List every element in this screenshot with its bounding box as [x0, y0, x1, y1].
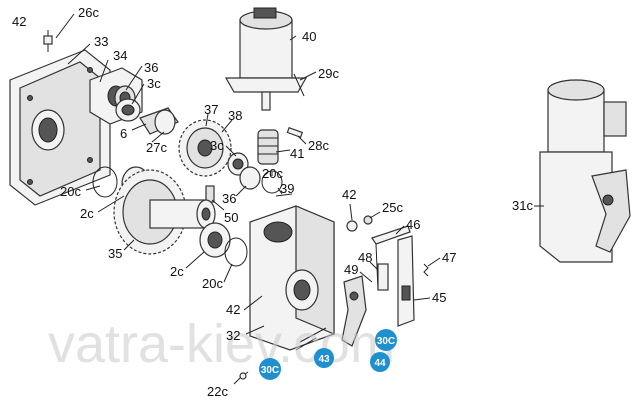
label-2c-top: 2c — [80, 206, 94, 221]
plate-48 — [377, 263, 389, 291]
watermark-text: vatra-kiev.com — [48, 314, 395, 374]
label-38: 38 — [228, 108, 242, 123]
ring-20c-left — [92, 166, 118, 198]
label-2c-bottom: 2c — [170, 264, 184, 279]
bearing-2c-bottom — [199, 222, 231, 258]
label-3c-b: 3c — [210, 138, 224, 153]
label-32: 32 — [226, 328, 240, 343]
label-6: 6 — [120, 126, 127, 141]
ring-20c-right — [261, 170, 283, 194]
label-28c: 28c — [308, 138, 329, 153]
screw-22c — [239, 371, 249, 380]
label-29c: 29c — [318, 66, 339, 81]
leader-lines — [47, 13, 544, 385]
label-27c: 27c — [146, 140, 167, 155]
spring-47 — [423, 263, 429, 277]
badge-44: 44 — [370, 352, 390, 372]
pin-39 — [275, 193, 293, 197]
output-gear-35 — [113, 169, 216, 255]
label-33: 33 — [94, 34, 108, 49]
badge-30c-left: 30C — [259, 358, 281, 380]
label-42-low: 42 — [226, 302, 240, 317]
label-48: 48 — [358, 250, 372, 265]
label-36-top: 36 — [144, 60, 158, 75]
gear-37-38 — [178, 119, 232, 177]
label-39: 39 — [280, 181, 294, 196]
label-31c: 31c — [512, 198, 533, 213]
label-47: 47 — [442, 250, 456, 265]
badge-30c-right: 30C — [375, 329, 397, 351]
screw-42-top — [43, 35, 53, 52]
screws-43-44 — [295, 327, 327, 351]
key-28c — [286, 126, 304, 138]
svg-text:44: 44 — [374, 358, 386, 369]
label-22c: 22c — [207, 384, 228, 399]
nut-42-mid — [346, 220, 358, 232]
label-20c-left: 20c — [60, 184, 81, 199]
label-34: 34 — [113, 48, 127, 63]
label-45: 45 — [432, 290, 446, 305]
label-20c-right: 20c — [262, 166, 283, 181]
label-25c: 25c — [382, 200, 403, 215]
seal-36-mid — [239, 166, 261, 190]
svg-text:30C: 30C — [377, 336, 395, 347]
label-42-top: 42 — [12, 14, 26, 29]
back-plate-33 — [9, 49, 111, 206]
label-50: 50 — [224, 210, 238, 225]
label-46: 46 — [406, 217, 420, 232]
gearbox-housing-32 — [249, 205, 335, 351]
worm-41 — [257, 129, 279, 165]
switch-plate-45 — [397, 235, 415, 327]
label-35: 35 — [108, 246, 122, 261]
svg-text:43: 43 — [318, 354, 330, 365]
label-3c-a: 3c — [147, 76, 161, 91]
assembled-unit-31c — [539, 79, 631, 263]
label-37: 37 — [204, 102, 218, 117]
label-42-mid: 42 — [342, 187, 356, 202]
label-20c-bottom: 20c — [202, 276, 223, 291]
label-41: 41 — [290, 146, 304, 161]
label-40: 40 — [302, 29, 316, 44]
bearing-3c-top — [115, 98, 141, 122]
svg-text:30C: 30C — [261, 365, 279, 376]
motor-40 — [224, 7, 308, 111]
label-26c: 26c — [78, 5, 99, 20]
label-36-mid: 36 — [222, 191, 236, 206]
label-49: 49 — [344, 262, 358, 277]
pinion-6 — [139, 107, 179, 135]
badge-43: 43 — [314, 348, 334, 368]
ring-20c-bottom — [224, 237, 248, 267]
lever-49 — [341, 275, 367, 347]
